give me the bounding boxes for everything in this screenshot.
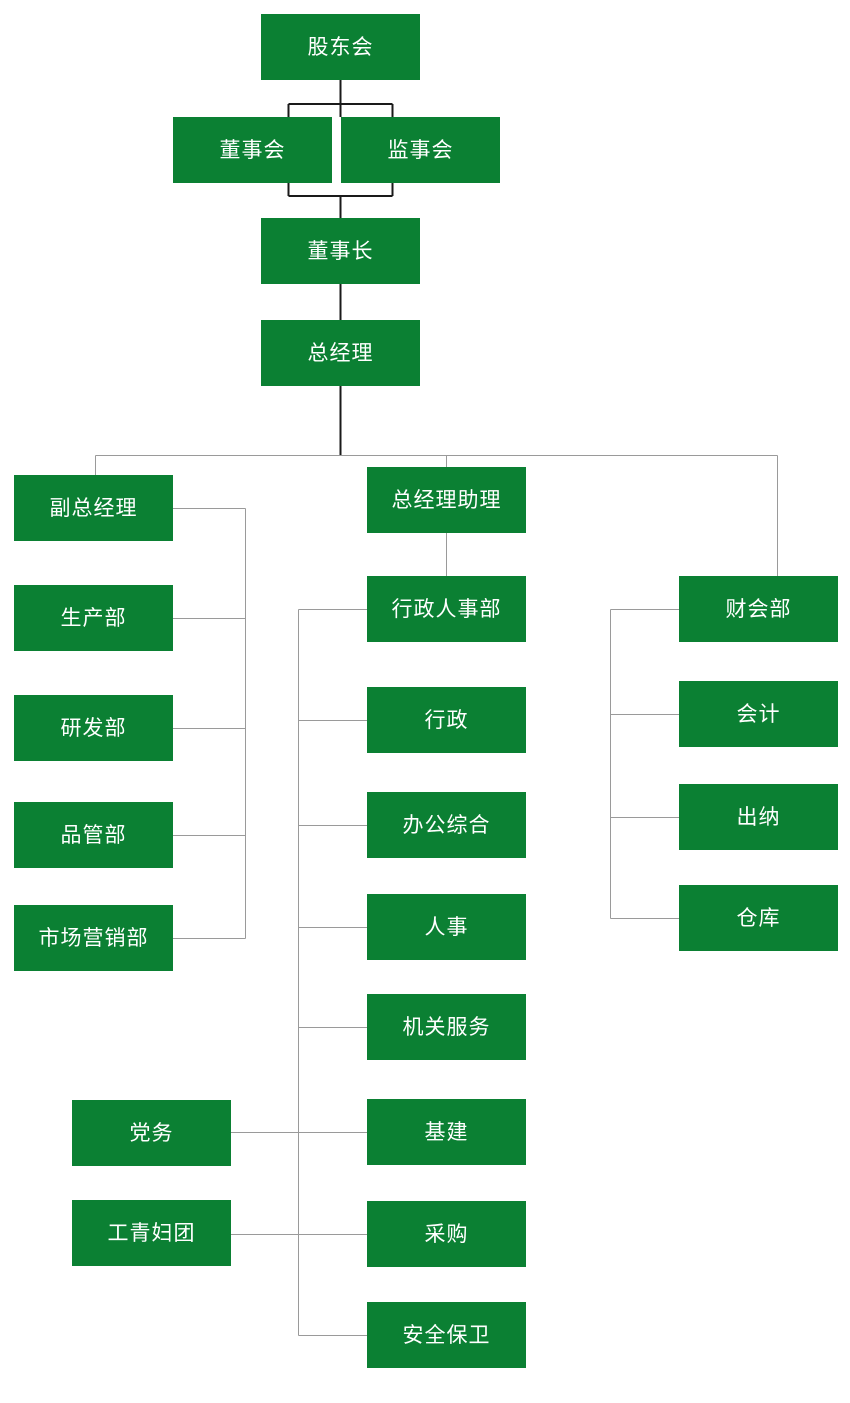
- node-deputy-gm[interactable]: 副总经理: [14, 475, 173, 541]
- node-marketing[interactable]: 市场营销部: [14, 905, 173, 971]
- connector-boards-bracket-bottom: [287, 183, 394, 197]
- node-agency-service[interactable]: 机关服务: [367, 994, 526, 1060]
- node-rnd[interactable]: 研发部: [14, 695, 173, 761]
- node-procurement[interactable]: 采购: [367, 1201, 526, 1267]
- node-shareholders[interactable]: 股东会: [261, 14, 420, 80]
- node-office-general[interactable]: 办公综合: [367, 792, 526, 858]
- node-production[interactable]: 生产部: [14, 585, 173, 651]
- node-supervisors[interactable]: 监事会: [341, 117, 500, 183]
- node-party-affairs[interactable]: 党务: [72, 1100, 231, 1166]
- node-gm-assistant[interactable]: 总经理助理: [367, 467, 526, 533]
- node-accounting[interactable]: 会计: [679, 681, 838, 747]
- node-administration[interactable]: 行政: [367, 687, 526, 753]
- node-cashier[interactable]: 出纳: [679, 784, 838, 850]
- node-mass-orgs[interactable]: 工青妇团: [72, 1200, 231, 1266]
- node-security[interactable]: 安全保卫: [367, 1302, 526, 1368]
- node-finance-dept[interactable]: 财会部: [679, 576, 838, 642]
- node-board[interactable]: 董事会: [173, 117, 332, 183]
- node-admin-hr-dept[interactable]: 行政人事部: [367, 576, 526, 642]
- node-quality[interactable]: 品管部: [14, 802, 173, 868]
- node-personnel[interactable]: 人事: [367, 894, 526, 960]
- node-chairman[interactable]: 董事长: [261, 218, 420, 284]
- node-general-manager[interactable]: 总经理: [261, 320, 420, 386]
- node-infrastructure[interactable]: 基建: [367, 1099, 526, 1165]
- node-warehouse[interactable]: 仓库: [679, 885, 838, 951]
